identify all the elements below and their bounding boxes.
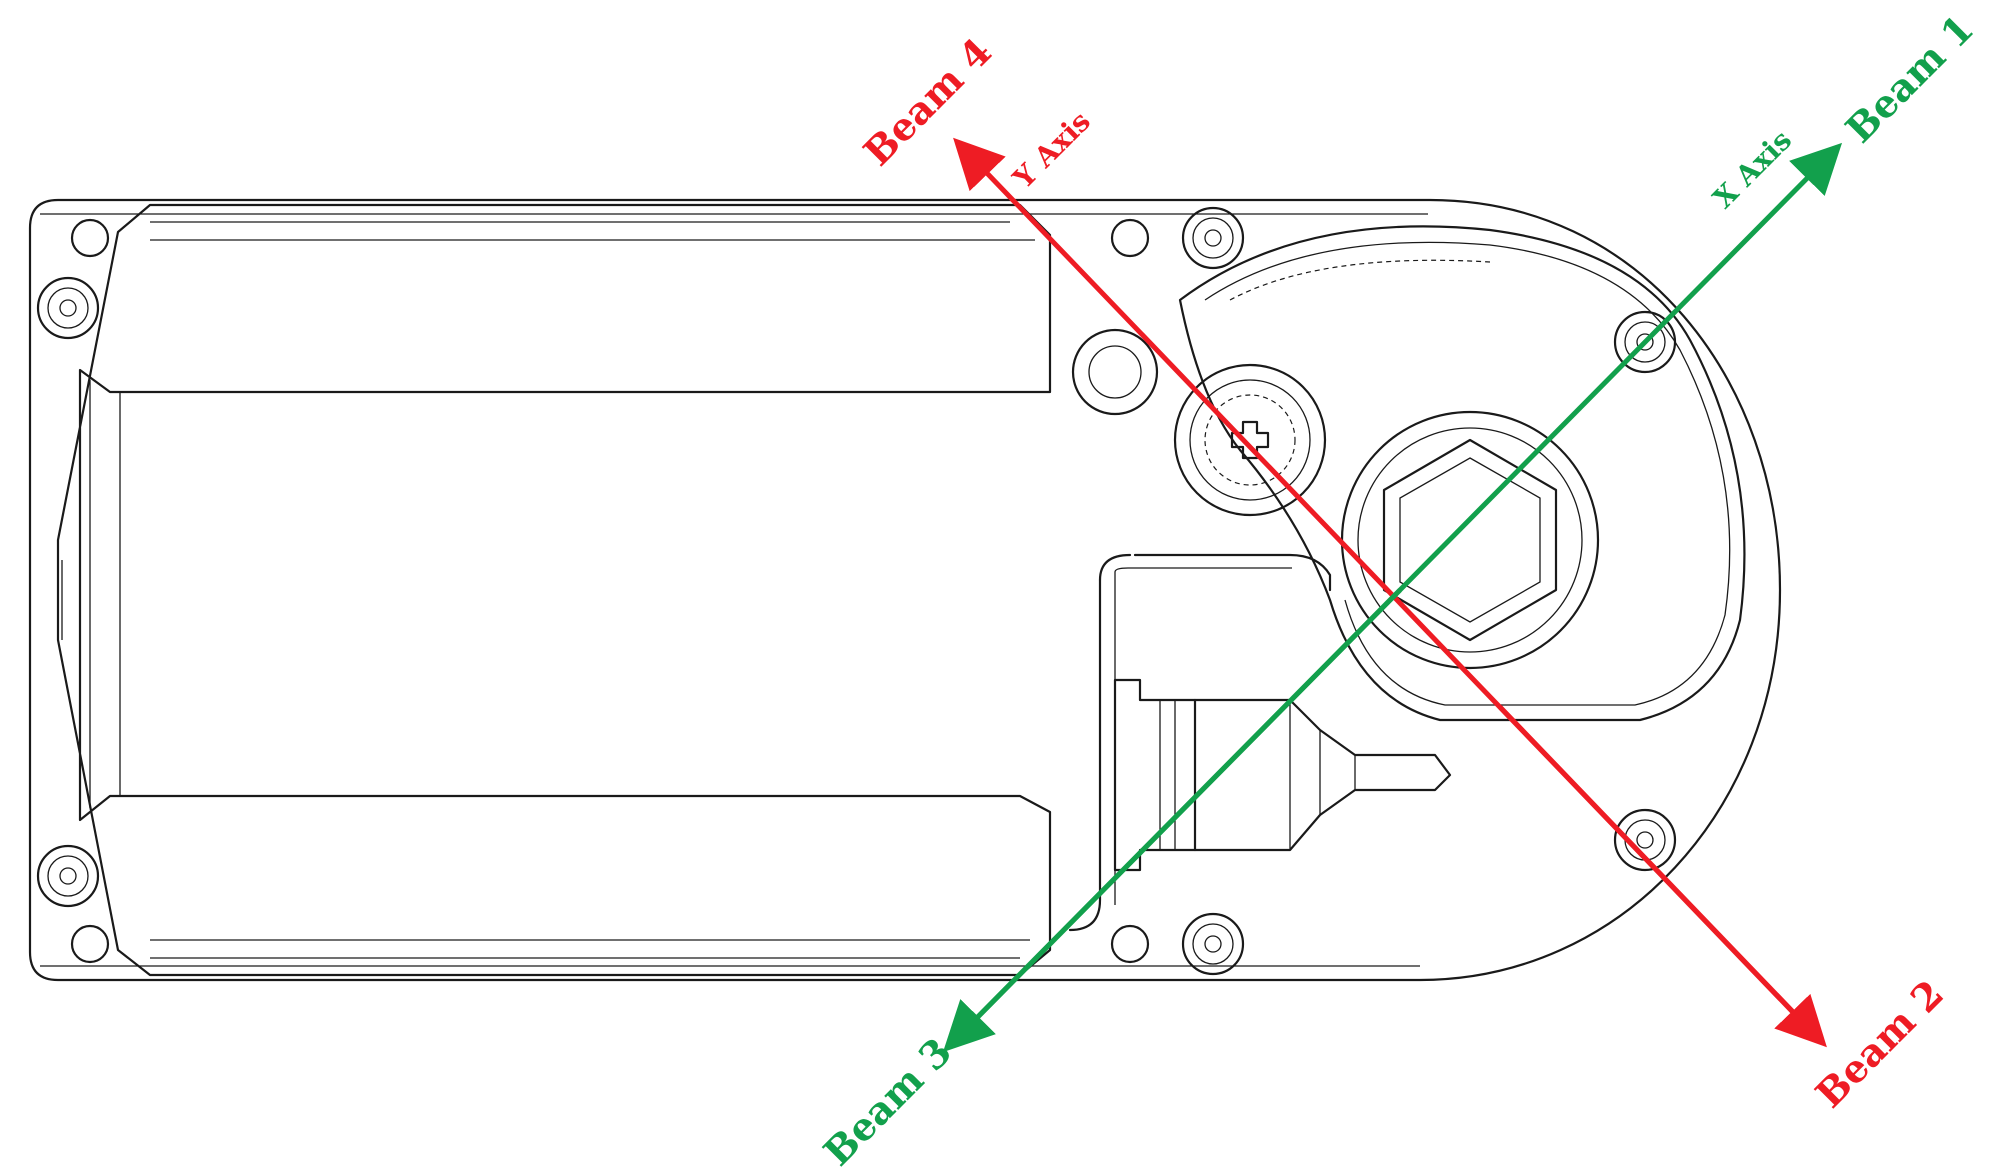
beam-3-arrow: [942, 588, 1402, 1053]
y-axis-label: Y Axis: [1006, 105, 1097, 196]
screw-top-middle: [1181, 206, 1245, 270]
beam-2-arrow: [1498, 705, 1827, 1048]
mounting-holes: [70, 218, 1150, 964]
inner-panel: [1068, 553, 1332, 932]
cover-plate: [1178, 225, 1746, 722]
screw-left-bottom: [36, 844, 100, 908]
boss: [1071, 328, 1159, 416]
phillips-screw: [1173, 363, 1327, 517]
screw-left-top: [36, 276, 100, 340]
washer-screws: [36, 206, 1677, 976]
beam-2-label: Beam 2: [1807, 971, 1953, 1117]
beam-4-label: Beam 4: [855, 29, 1001, 175]
beam-1-label: Beam 1: [1837, 6, 1983, 152]
beam-3-label: Beam 3: [815, 1029, 961, 1174]
housing-outline: [28, 198, 1782, 982]
hex-bolt: [1340, 410, 1600, 670]
screw-bottom-middle: [1181, 912, 1245, 976]
screw-right-top: [1613, 310, 1677, 374]
